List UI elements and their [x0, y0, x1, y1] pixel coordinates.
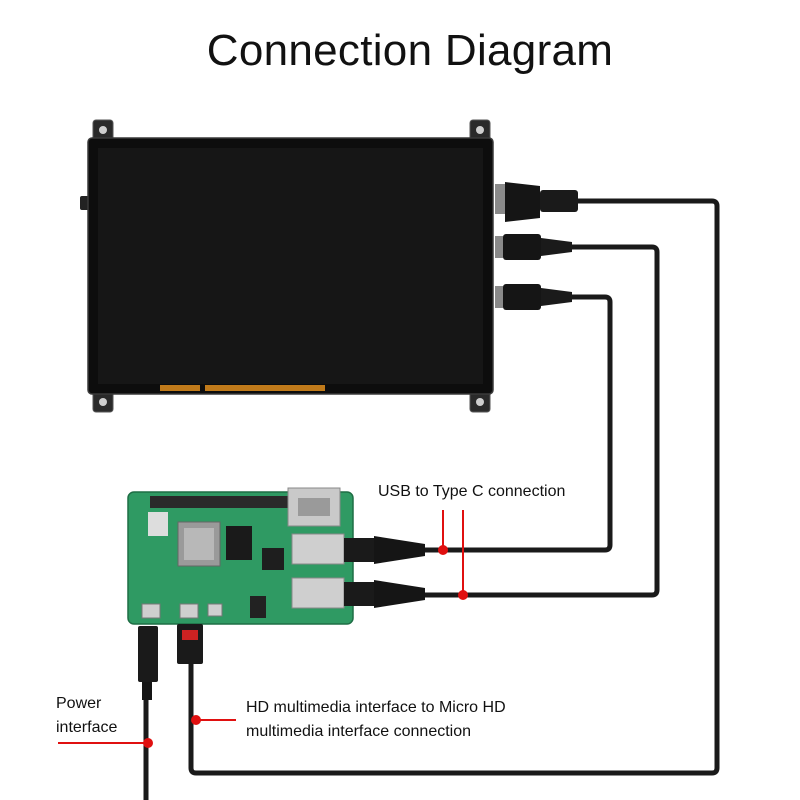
annotation-markers — [143, 545, 468, 748]
audio-jack — [250, 596, 266, 618]
marker-power — [143, 738, 153, 748]
usb-plug-1 — [495, 234, 572, 260]
hdmi-plug — [495, 182, 578, 222]
flex-strip-2 — [205, 385, 325, 391]
usb-a-plug-lower — [344, 580, 425, 608]
power-plug — [138, 626, 158, 700]
flex-strip — [160, 385, 200, 391]
lcd-display-panel — [80, 119, 578, 413]
annotation-leaders — [58, 510, 464, 744]
wifi-module — [148, 512, 168, 536]
power-label-line1: Power — [56, 695, 102, 712]
usb-plug-2 — [495, 284, 572, 310]
usb-cable-1 — [425, 244, 660, 598]
raspberry-pi-board — [127, 487, 354, 625]
usb-port-upper — [291, 533, 345, 565]
micro-hd-port — [179, 603, 199, 619]
micro-hdmi-plug — [177, 624, 203, 664]
usb-label-text: USB to Type C connection — [378, 483, 566, 500]
hd-connection-label: HD multimedia interface to Micro HD mult… — [246, 696, 506, 744]
usb-cable-2 — [425, 294, 613, 553]
hd-label-line1: HD multimedia interface to Micro HD — [246, 699, 506, 716]
gpio-header — [150, 496, 300, 508]
power-port — [141, 603, 161, 619]
usb-controller — [262, 548, 284, 570]
display-screen — [98, 148, 483, 384]
ram-chip — [226, 526, 252, 560]
usb-port-lower — [291, 577, 345, 609]
marker-hdmi — [191, 715, 201, 725]
page-title: Connection Diagram — [206, 26, 614, 75]
usb-a-plug-upper — [344, 536, 425, 564]
power-label-line2: interface — [56, 719, 118, 736]
hd-label-line2: multimedia interface connection — [246, 723, 472, 740]
cables — [143, 198, 720, 800]
hdmi-cable — [188, 198, 720, 776]
marker-usb-upper — [438, 545, 448, 555]
micro-hd-port-2 — [207, 603, 223, 617]
marker-usb-lower — [458, 590, 468, 600]
usb-connection-label: USB to Type C connection — [378, 480, 565, 504]
power-interface-label: Power interface — [56, 692, 117, 740]
